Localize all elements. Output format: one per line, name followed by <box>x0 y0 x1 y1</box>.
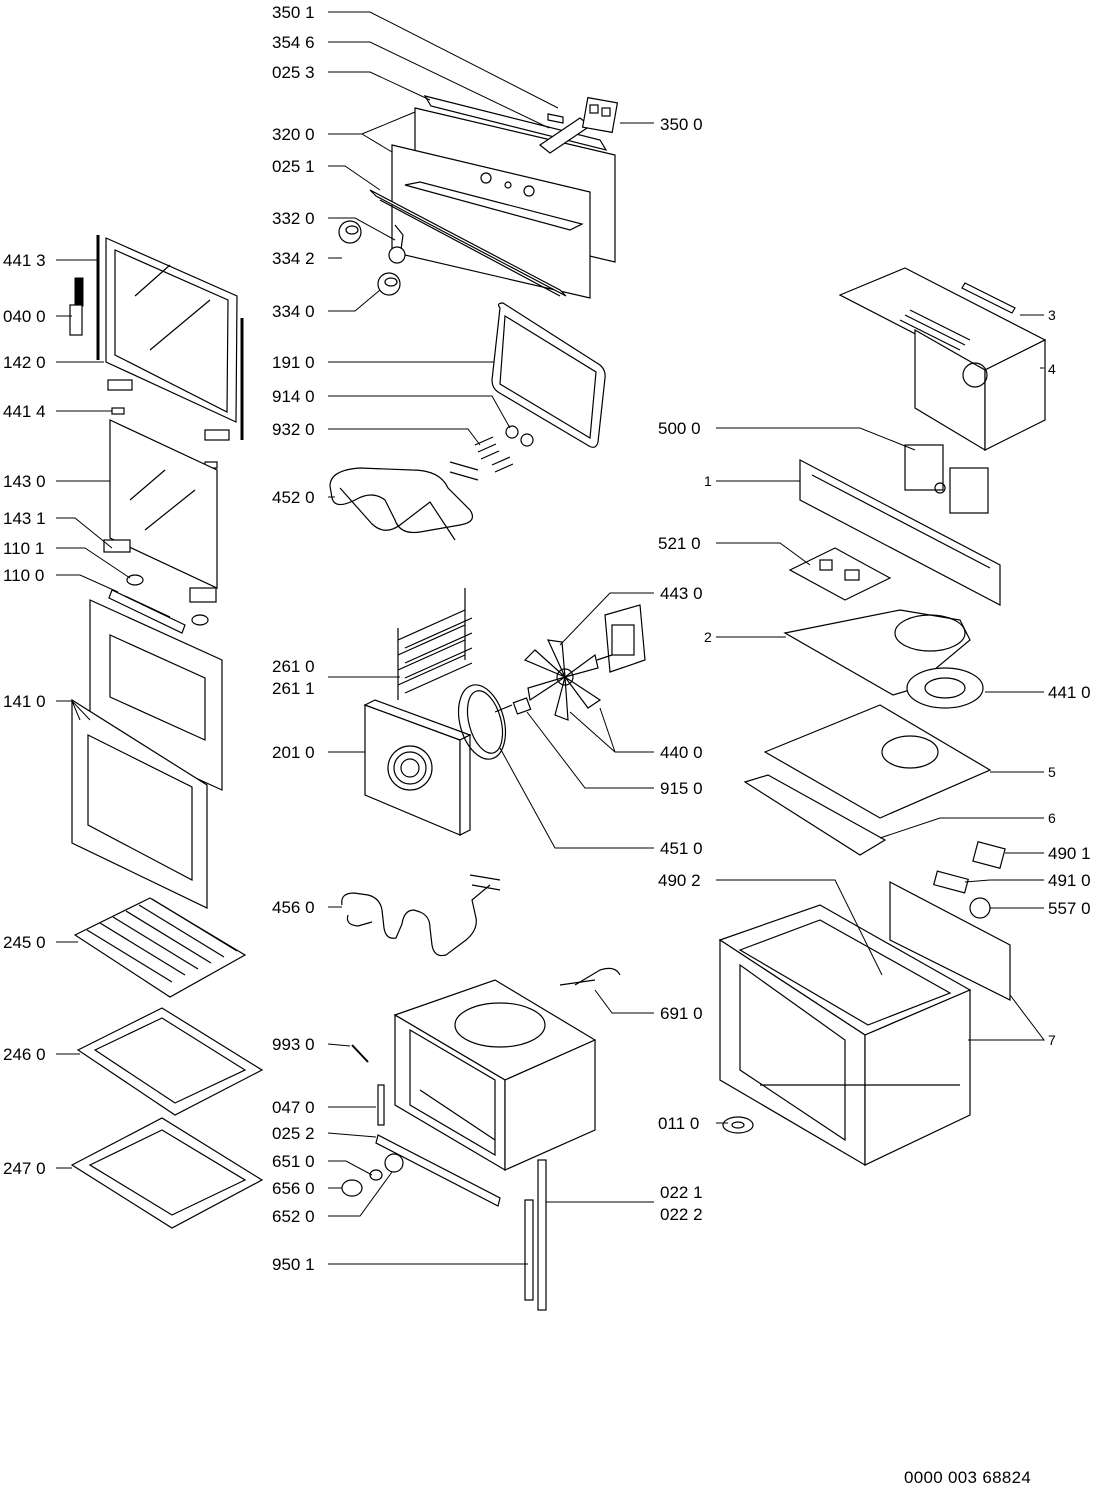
callout-110-1: 110 1 <box>3 539 44 558</box>
callout-914-0: 914 0 <box>272 387 315 406</box>
callout-143-0: 143 0 <box>3 472 46 491</box>
callout-1: 1 <box>704 473 712 489</box>
callout-011-0: 011 0 <box>658 1114 699 1133</box>
callout-247-0: 247 0 <box>3 1159 46 1178</box>
callout-5: 5 <box>1048 764 1056 780</box>
callout-691-0: 691 0 <box>660 1004 703 1023</box>
callout-354-6: 354 6 <box>272 33 315 52</box>
callout-141-0: 141 0 <box>3 692 46 711</box>
callout-350-1: 350 1 <box>272 3 315 22</box>
drip-tray <box>76 1007 264 1116</box>
callout-025-2: 025 2 <box>272 1124 315 1143</box>
callout-521-0: 521 0 <box>658 534 701 553</box>
callout-022-2: 022 2 <box>660 1205 703 1224</box>
circular-heating-element <box>457 684 513 760</box>
callout-2: 2 <box>704 629 712 645</box>
oven-cavity <box>393 967 621 1172</box>
callout-491-0: 491 0 <box>1048 871 1091 890</box>
callout-3: 3 <box>1048 307 1056 323</box>
control-panel-assembly <box>369 95 619 299</box>
callout-025-1: 025 1 <box>272 157 315 176</box>
callout-labels: 350 1 354 6 025 3 350 0 320 0 025 1 332 … <box>3 3 1091 1274</box>
callout-246-0: 246 0 <box>3 1045 46 1064</box>
callout-652-0: 652 0 <box>272 1207 315 1226</box>
outer-chassis <box>718 881 1011 1167</box>
callout-932-0: 932 0 <box>272 420 315 439</box>
callout-915-0: 915 0 <box>660 779 703 798</box>
callout-350-0: 350 0 <box>660 115 703 134</box>
bottom-plates <box>743 704 992 856</box>
callout-456-0: 456 0 <box>272 898 315 917</box>
shelf-supports <box>397 588 473 700</box>
small-parts-lower <box>341 1044 547 1311</box>
callout-110-0: 110 0 <box>3 566 44 585</box>
callout-047-0: 047 0 <box>272 1098 315 1117</box>
callout-656-0: 656 0 <box>272 1179 315 1198</box>
callout-6: 6 <box>1048 810 1056 826</box>
callout-261-0: 261 0 <box>272 657 315 676</box>
callout-334-2: 334 2 <box>272 249 315 268</box>
callout-451-0: 451 0 <box>660 839 703 858</box>
callout-7: 7 <box>1048 1032 1056 1048</box>
inner-door-glass <box>103 419 218 634</box>
parts-drawing <box>69 95 1047 1311</box>
callout-950-1: 950 1 <box>272 1255 315 1274</box>
outer-door-frame <box>69 235 244 469</box>
callout-142-0: 142 0 <box>3 353 46 372</box>
callout-334-0: 334 0 <box>272 302 315 321</box>
callout-191-0: 191 0 <box>272 353 315 372</box>
callout-443-0: 443 0 <box>660 584 703 603</box>
callout-490-2: 490 2 <box>658 871 701 890</box>
top-housing <box>838 267 1047 452</box>
callout-332-0: 332 0 <box>272 209 315 228</box>
electronic-board <box>788 547 892 601</box>
callout-022-1: 022 1 <box>660 1183 703 1202</box>
callout-040-0: 040 0 <box>3 307 46 326</box>
fan-cover-panel <box>363 699 472 836</box>
callout-025-3: 025 3 <box>272 63 315 82</box>
leader-lines <box>56 11 1046 1265</box>
callout-261-1: 261 1 <box>272 679 315 698</box>
callout-201-0: 201 0 <box>272 743 315 762</box>
callout-993-0: 993 0 <box>272 1035 315 1054</box>
springs-screws <box>474 425 534 473</box>
callout-557-0: 557 0 <box>1048 899 1091 918</box>
callout-245-0: 245 0 <box>3 933 46 952</box>
document-number: 0000 003 68824 <box>904 1468 1032 1487</box>
callout-143-1: 143 1 <box>3 509 46 528</box>
callout-651-0: 651 0 <box>272 1152 315 1171</box>
top-heating-element <box>329 461 479 541</box>
oven-gasket <box>491 302 606 448</box>
fan-plate <box>783 609 984 709</box>
callout-452-0: 452 0 <box>272 488 315 507</box>
door-front-panel <box>71 599 223 909</box>
switches <box>904 444 989 514</box>
callout-441-4: 441 4 <box>3 402 46 421</box>
knobs <box>338 220 406 296</box>
front-frame <box>799 459 1001 606</box>
fan-and-motor <box>512 604 646 721</box>
callout-440-0: 440 0 <box>660 743 703 762</box>
callout-320-0: 320 0 <box>272 125 315 144</box>
callout-490-1: 490 1 <box>1048 844 1091 863</box>
baking-tray <box>70 1117 264 1229</box>
bottom-heating-element <box>341 874 501 957</box>
callout-4: 4 <box>1048 361 1056 377</box>
wire-rack <box>73 897 247 998</box>
callout-441-3: 441 3 <box>3 251 46 270</box>
callout-441-0: 441 0 <box>1048 683 1091 702</box>
callout-500-0: 500 0 <box>658 419 701 438</box>
